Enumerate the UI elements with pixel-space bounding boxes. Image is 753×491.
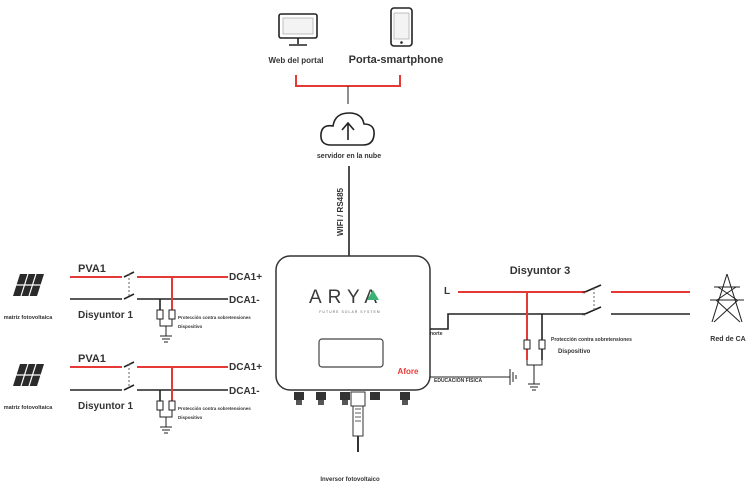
breaker-label: Disyuntor 1 bbox=[78, 401, 133, 412]
inverter-brand: ARYA bbox=[309, 287, 383, 308]
device-network-bracket bbox=[295, 75, 401, 104]
solar-panel-icon bbox=[13, 363, 44, 387]
ac-wiring: × × bbox=[430, 284, 690, 391]
grid-label: Red de CA bbox=[710, 336, 745, 343]
inverter-caption: Inversor fotovoltaico bbox=[320, 477, 380, 483]
computer-icon bbox=[278, 13, 318, 46]
maker-logo: Afore bbox=[398, 367, 419, 376]
spd-label-device: Dispositivo bbox=[178, 415, 203, 420]
comm-label: WIFI / RS485 bbox=[336, 187, 345, 236]
smartphone-icon bbox=[390, 7, 413, 47]
inverter-unit bbox=[275, 255, 431, 452]
surge-protection-device bbox=[156, 367, 176, 434]
earth-label: EDUCACIÓN FÍSICA bbox=[434, 376, 482, 384]
dc-breaker-switch bbox=[70, 361, 228, 391]
surge-protection-device bbox=[156, 277, 176, 343]
inverter-tagline: FUTURE SOLAR SYSTEM bbox=[319, 310, 380, 314]
spd-label: Protección contra sobretensiones bbox=[178, 315, 251, 320]
neutral-label: norte bbox=[430, 331, 443, 337]
pv-array-label: matriz fotovoltaica bbox=[4, 405, 54, 411]
line-label: L bbox=[444, 286, 450, 297]
pva-label: PVA1 bbox=[78, 263, 106, 275]
dc-plus-label: DCA1+ bbox=[229, 362, 262, 373]
web-portal-label: Web del portal bbox=[269, 56, 324, 65]
solar-panel-icon bbox=[13, 273, 44, 297]
spd-label-device: Dispositivo bbox=[178, 324, 203, 329]
cloud-upload-icon bbox=[320, 112, 375, 146]
dc-plus-label: DCA1+ bbox=[229, 272, 262, 283]
cloud-server-label: servidor en la nube bbox=[317, 153, 381, 160]
dc-minus-label: DCA1- bbox=[229, 386, 260, 397]
ac-spd-device-label: Dispositivo bbox=[558, 349, 591, 355]
breaker-label: Disyuntor 1 bbox=[78, 310, 133, 321]
brand-accent-icon bbox=[367, 290, 379, 300]
power-tower-icon bbox=[710, 273, 744, 323]
ac-spd-label: Protección contra sobretensiones bbox=[551, 337, 632, 343]
ac-breaker-label: Disyuntor 3 bbox=[510, 265, 571, 277]
svg-text:×: × bbox=[582, 291, 586, 297]
pv-array-label: matriz fotovoltaica bbox=[4, 315, 54, 321]
dc-breaker-switch bbox=[70, 271, 228, 300]
pva-label: PVA1 bbox=[78, 353, 106, 365]
svg-text:×: × bbox=[582, 313, 586, 319]
dc-minus-label: DCA1- bbox=[229, 295, 260, 306]
spd-label: Protección contra sobretensiones bbox=[178, 406, 251, 411]
smartphone-label: Porta-smartphone bbox=[349, 54, 444, 66]
